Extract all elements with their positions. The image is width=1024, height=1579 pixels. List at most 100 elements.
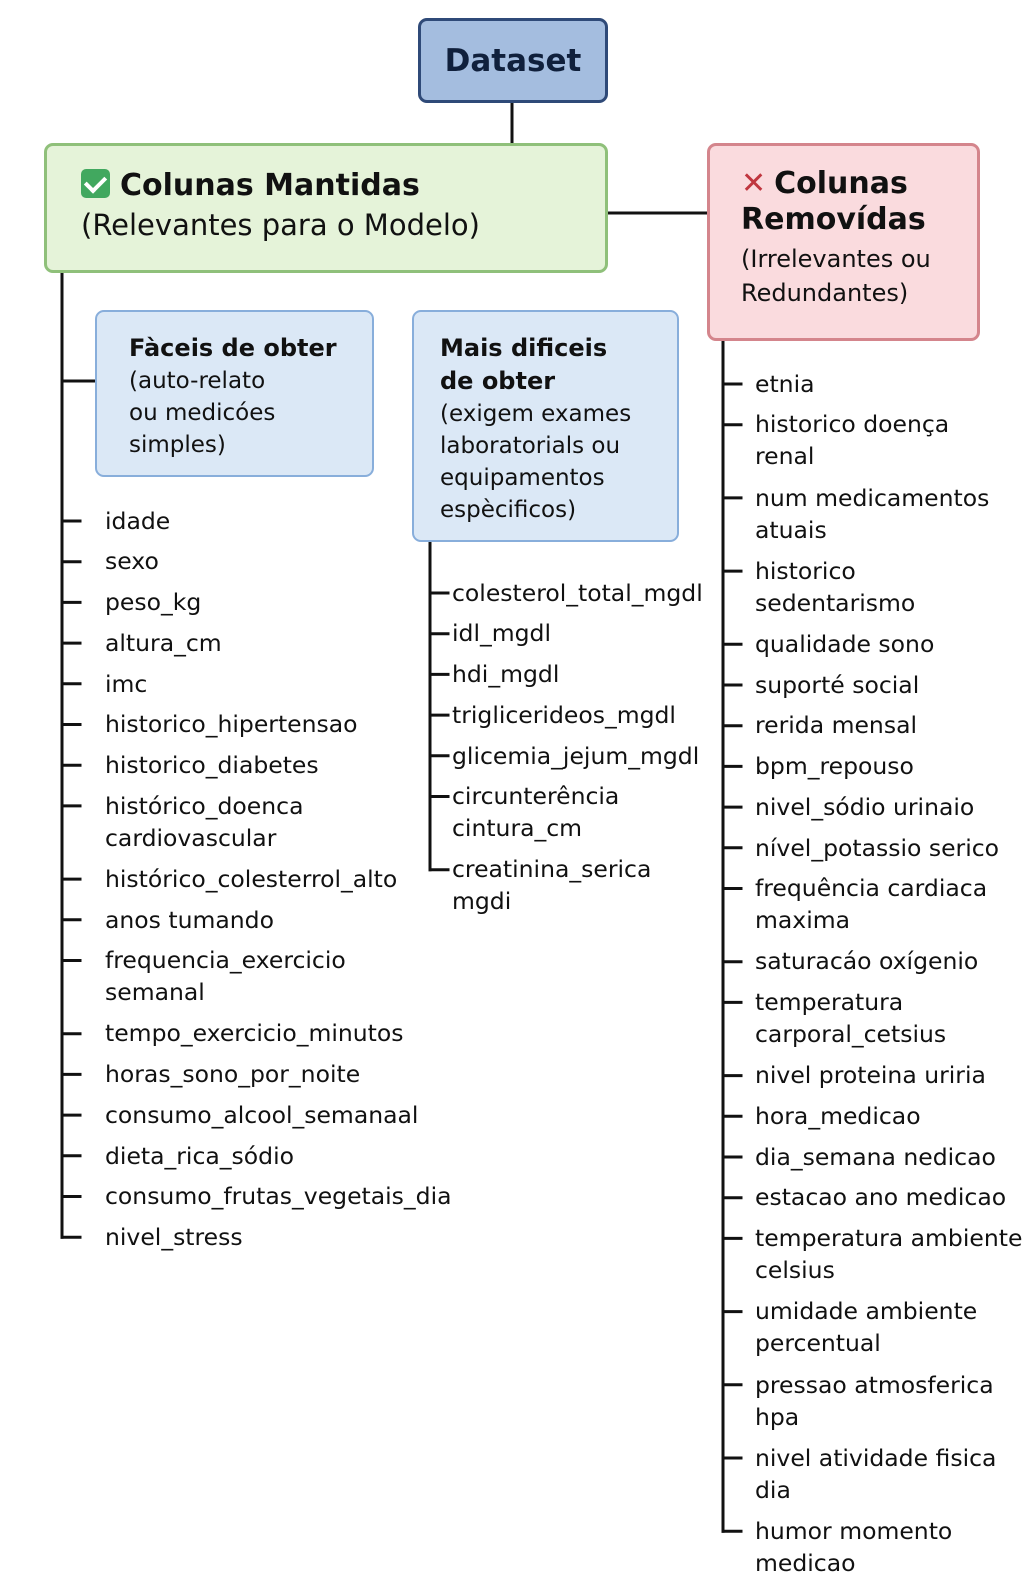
column-item-text: dieta_rica_sódio — [105, 1141, 294, 1170]
column-item-text: percentual — [755, 1329, 881, 1358]
column-item-text: temperatura — [755, 988, 904, 1017]
column-item-text: umidade ambiente — [755, 1297, 978, 1326]
column-item: suporté social — [755, 669, 919, 701]
column-item: nivel_sódio urinaio — [755, 791, 974, 823]
column-item: glicemia_jejum_mgdl — [452, 740, 699, 772]
column-item-text: celsius — [755, 1256, 835, 1285]
column-item: horas_sono_por_noite — [105, 1058, 360, 1090]
column-item-text: nivel_stress — [105, 1222, 243, 1251]
column-item-text: historico_diabetes — [105, 750, 319, 779]
column-item-text: anos tumando — [105, 905, 274, 934]
column-item: qualidade sono — [755, 628, 934, 660]
column-item-text: creatinina_serica — [452, 855, 652, 884]
hard-title: Mais dificeis — [440, 334, 608, 362]
column-item-text: rerida mensal — [755, 711, 917, 740]
column-item-text: nível_potassio serico — [755, 833, 1000, 862]
column-item-text: imc — [105, 669, 148, 698]
column-item-text: saturacáo oxígenio — [755, 947, 979, 976]
column-item: imc — [105, 668, 147, 700]
column-item-text: bpm_repouso — [755, 752, 914, 781]
column-item-text: consumo_alcool_semanaal — [105, 1100, 419, 1129]
column-item-text: peso_kg — [105, 588, 202, 617]
column-item-text: glicemia_jejum_mgdl — [452, 741, 700, 770]
dataset-root-node: Dataset — [418, 18, 608, 103]
hard-desc-line: laboratorials ou — [440, 433, 621, 459]
column-item: colesterol_total_mgdl — [452, 577, 703, 609]
x-mark-icon: ✕ — [741, 166, 767, 201]
column-item-text: historico doença — [755, 410, 950, 439]
column-item: dia_semana nedicao — [755, 1141, 996, 1173]
column-item-text: dia — [755, 1475, 791, 1504]
column-item: idl_mgdl — [452, 617, 551, 649]
column-item-text: humor momento — [755, 1516, 953, 1545]
column-item: consumo_frutas_vegetais_dia — [105, 1180, 452, 1212]
column-item-text: altura_cm — [105, 628, 222, 657]
kept-columns-title: Colunas Mantidas — [81, 166, 605, 206]
column-item: saturacáo oxígenio — [755, 945, 978, 977]
column-item-text: renal — [755, 442, 815, 471]
dataset-label: Dataset — [444, 42, 582, 79]
hard-desc-line: equipamentos — [440, 465, 605, 491]
kept-columns-subtitle: (Relevantes para o Modelo) — [81, 208, 480, 242]
column-item-text: cintura_cm — [452, 814, 583, 843]
column-item-text: dia_semana nedicao — [755, 1142, 996, 1171]
column-item: peso_kg — [105, 586, 201, 618]
column-item: rerida mensal — [755, 709, 917, 741]
easy-desc-line: ou medicóes — [129, 400, 276, 426]
column-item: nível_potassio serico — [755, 832, 999, 864]
hard-title-line2: de obter — [440, 367, 556, 395]
easy-desc-line: simples) — [129, 432, 226, 458]
easy-title: Fàceis de obter — [129, 334, 337, 362]
column-item-text: hora_medicao — [755, 1102, 921, 1131]
hard-desc-line: (exigem exames — [440, 401, 632, 427]
column-item: anos tumando — [105, 904, 274, 936]
column-item-text: circunterência — [452, 782, 620, 811]
column-item-text: histórico_doenca — [105, 791, 304, 820]
column-item: temperatura carporal_cetsius — [755, 986, 946, 1050]
column-item-text: num medicamentos — [755, 483, 990, 512]
column-item: dieta_rica_sódio — [105, 1140, 294, 1172]
easy-to-obtain-node: Fàceis de obter (auto-relato ou medicóes… — [95, 310, 374, 477]
removed-columns-title: ✕Colunas — [741, 166, 908, 201]
column-item-text: mgdi — [452, 887, 512, 916]
column-item-text: medicao — [755, 1548, 856, 1577]
column-item: nivel proteina uriria — [755, 1059, 986, 1091]
column-item: historico doença renal — [755, 408, 949, 472]
column-item-text: tempo_exercicio_minutos — [105, 1019, 404, 1048]
column-item: circunterência cintura_cm — [452, 780, 619, 844]
column-item: consumo_alcool_semanaal — [105, 1099, 418, 1131]
column-item-text: semanal — [105, 978, 205, 1007]
column-item-text: etnia — [755, 369, 815, 398]
column-item: pressao atmosferica hpa — [755, 1369, 994, 1433]
column-item: triglicerideos_mgdl — [452, 699, 676, 731]
column-item: sexo — [105, 545, 159, 577]
column-item-text: hpa — [755, 1402, 800, 1431]
hard-desc-line: espècificos) — [440, 497, 577, 523]
column-item-text: pressao atmosferica — [755, 1370, 994, 1399]
column-item: altura_cm — [105, 627, 222, 659]
column-item-text: carporal_cetsius — [755, 1020, 947, 1049]
column-item: umidade ambiente percentual — [755, 1295, 977, 1359]
column-item-text: triglicerideos_mgdl — [452, 700, 676, 729]
column-item: histórico_colesterrol_alto — [105, 863, 397, 895]
column-item-text: historico_hipertensao — [105, 710, 358, 739]
column-item-text: hdi_mgdl — [452, 660, 560, 689]
easy-desc-line: (auto-relato — [129, 368, 266, 394]
column-item: estacao ano medicao — [755, 1181, 1006, 1213]
column-item: temperatura ambiente celsius — [755, 1222, 1022, 1286]
column-item-text: idade — [105, 506, 171, 535]
column-item-text: colesterol_total_mgdl — [452, 578, 703, 607]
column-item-text: frequência cardiaca — [755, 874, 988, 903]
column-item: historico_diabetes — [105, 749, 319, 781]
column-item-text: estacao ano medicao — [755, 1183, 1007, 1212]
column-item: frequência cardiaca maxima — [755, 872, 987, 936]
column-item: nivel_stress — [105, 1221, 243, 1253]
column-item-text: temperatura ambiente — [755, 1224, 1023, 1253]
column-item-text: maxima — [755, 906, 851, 935]
